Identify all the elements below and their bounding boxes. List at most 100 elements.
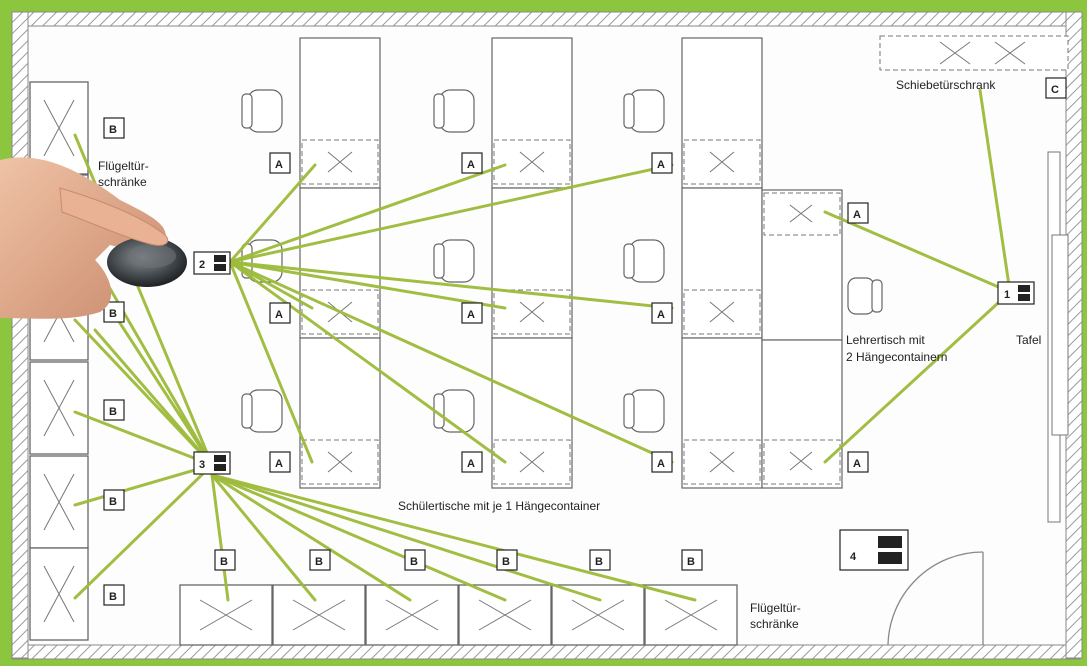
tag-b: B xyxy=(103,489,125,511)
hand-icon xyxy=(0,157,166,319)
radio-link xyxy=(823,290,1012,464)
tag-a-letter: A xyxy=(657,458,665,470)
wardrobe-left xyxy=(29,361,89,455)
radio-link xyxy=(823,210,1012,294)
wardrobe-bottom xyxy=(458,584,552,646)
tag-b: B xyxy=(309,549,331,571)
tag-b: B xyxy=(589,549,611,571)
hand-with-remote xyxy=(0,157,187,319)
wardrobe-bottom xyxy=(365,584,459,646)
receiver-icon xyxy=(878,536,902,564)
teacher-desk-label: Lehrertisch mit 2 Hängecontainern xyxy=(846,333,947,364)
wardrobe-bottom xyxy=(551,584,645,646)
radio-link xyxy=(228,163,317,264)
sliding-cabinet xyxy=(879,35,1069,71)
radio-link xyxy=(210,473,412,602)
tag-a-letter: A xyxy=(275,309,283,321)
wardrobe-bottom xyxy=(644,584,738,646)
receiver-2: 2 xyxy=(193,251,231,275)
tag-c-letter: C xyxy=(1051,84,1059,96)
tag-a: A xyxy=(651,302,673,324)
tag-a: A xyxy=(461,302,483,324)
tag-a-letter: A xyxy=(657,159,665,171)
tag-b-letter: B xyxy=(109,591,117,603)
bottom-wardrobes xyxy=(179,584,738,646)
wardrobe-left xyxy=(29,455,89,549)
receiver-3: 3 xyxy=(193,451,231,475)
tag-c: C xyxy=(1045,77,1067,99)
tag-a-letter: A xyxy=(853,209,861,221)
student-desk xyxy=(241,37,381,189)
radio-link xyxy=(210,473,697,602)
tag-a-letter: A xyxy=(467,458,475,470)
tag-b-letter: B xyxy=(595,556,603,568)
tag-a-letter: A xyxy=(275,159,283,171)
radio-link xyxy=(228,163,674,264)
radio-link xyxy=(73,463,214,600)
radio-link xyxy=(228,260,314,464)
student-chair xyxy=(433,239,475,283)
tag-b-letter: B xyxy=(220,556,228,568)
wardrobe-bottom xyxy=(272,584,366,646)
board-label: Tafel xyxy=(1016,333,1041,347)
receiver-2-number: 2 xyxy=(199,259,205,271)
receiver-3-number: 3 xyxy=(199,459,205,471)
tag-a: A xyxy=(847,451,869,473)
tag-a-letter: A xyxy=(467,159,475,171)
tag-a: A xyxy=(461,152,483,174)
radio-link xyxy=(210,473,507,602)
tag-a: A xyxy=(651,451,673,473)
tag-b-letter: B xyxy=(410,556,418,568)
receiver-icon xyxy=(214,455,226,471)
receiver-icon xyxy=(214,255,226,271)
tag-b: B xyxy=(404,549,426,571)
teacher-desk xyxy=(761,189,883,489)
radio-link xyxy=(228,163,507,264)
tag-b: B xyxy=(103,584,125,606)
tag-b: B xyxy=(103,117,125,139)
receiver-4-number: 4 xyxy=(850,551,857,563)
radio-link xyxy=(978,88,1012,294)
tag-a-letter: A xyxy=(467,309,475,321)
tag-b-letter: B xyxy=(315,556,323,568)
receiver-1: 1 xyxy=(997,281,1035,305)
tag-a-letter: A xyxy=(275,458,283,470)
student-desk xyxy=(623,187,763,339)
student-chair xyxy=(623,389,665,433)
student-chair xyxy=(623,239,665,283)
student-desks xyxy=(241,37,763,489)
tag-a-letter: A xyxy=(853,458,861,470)
radio-link xyxy=(228,260,674,464)
radio-link xyxy=(210,473,602,602)
radio-link xyxy=(210,473,230,602)
wardrobes-left-label: Flügeltür- schränke xyxy=(98,159,152,189)
receiver-4: 4 xyxy=(839,529,909,571)
tag-b-letter: B xyxy=(109,406,117,418)
tag-a: A xyxy=(269,451,291,473)
radio-link xyxy=(228,260,507,310)
tag-a: A xyxy=(269,152,291,174)
tag-b-letter: B xyxy=(109,496,117,508)
receiver-1-number: 1 xyxy=(1004,289,1010,301)
student-chair xyxy=(241,389,283,433)
tag-b-letter: B xyxy=(502,556,510,568)
receiver-icon xyxy=(1018,285,1030,301)
student-desks-label: Schülertische mit je 1 Hängecontainer xyxy=(398,499,600,513)
tag-a-letter: A xyxy=(657,309,665,321)
student-desk xyxy=(433,187,573,339)
student-chair xyxy=(623,89,665,133)
radio-link xyxy=(73,463,214,507)
tag-b-letter: B xyxy=(687,556,695,568)
wardrobes-bottom-label: Flügeltür- schränke xyxy=(750,601,804,631)
wardrobe-left xyxy=(29,81,89,175)
radio-link xyxy=(228,260,674,310)
student-chair xyxy=(433,89,475,133)
student-desk xyxy=(623,37,763,189)
tag-b-letter: B xyxy=(109,308,117,320)
tag-b: B xyxy=(103,301,125,323)
tag-b: B xyxy=(496,549,518,571)
lock-tags: A A A A A A A A A A A B B B B B B B B B B B C xyxy=(103,77,1067,606)
radio-link xyxy=(93,328,214,467)
